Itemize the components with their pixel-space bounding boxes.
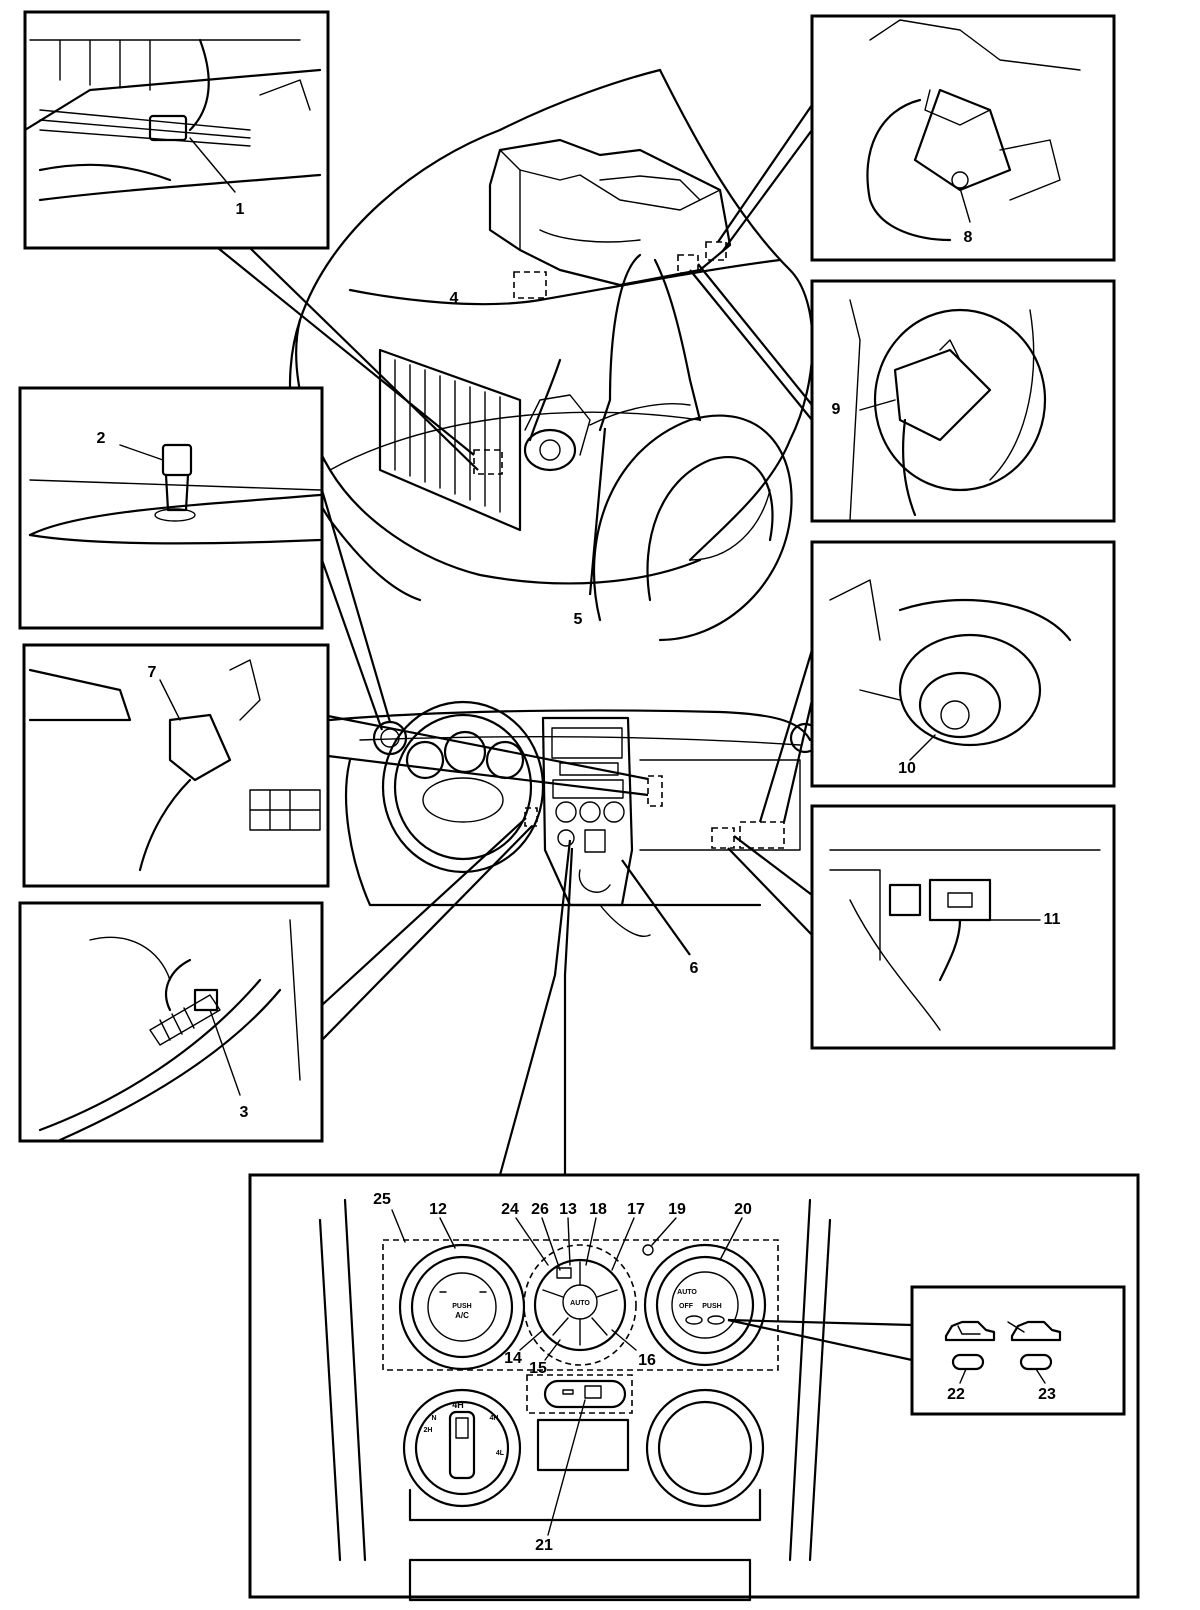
transfer-4l-text: 4L [496,1450,505,1457]
transfer-n-text: N [431,1415,436,1422]
callout-10: 10 [898,760,916,777]
callout-7: 7 [148,664,157,681]
vehicle-front-view [288,68,814,642]
callout-15: 15 [529,1360,547,1377]
fan-push-text: PUSH [702,1303,721,1310]
callout-21: 21 [535,1537,553,1554]
accessory-socket-bezel [645,1388,765,1508]
callout-6: 6 [690,960,699,977]
component-9-marker [677,254,699,274]
lower-console-pocket [536,1418,630,1472]
callout-18: 18 [589,1201,607,1218]
off-text: OFF [679,1303,694,1310]
inset-component-1 [23,10,330,250]
auto-mode-text: AUTO [570,1300,590,1307]
rear-defrost-button[interactable] [526,1374,633,1414]
sunload-sensor [642,1244,654,1256]
callout-4: 4 [450,290,459,307]
callout-23: 23 [1038,1386,1056,1403]
callout-2: 2 [97,430,106,447]
transfer-4h-text: 4H [452,1400,464,1410]
callout-22: 22 [947,1386,965,1403]
component-1-marker [473,449,503,475]
fan-speed-knob[interactable]: AUTO OFF PUSH [643,1243,767,1367]
inset-component-7 [22,643,330,888]
transfer-case-switch[interactable]: 2H N 4H 4H 4L [402,1388,522,1508]
temperature-knob-ac-switch[interactable]: PUSH A/C [398,1243,526,1371]
callout-12: 12 [429,1201,447,1218]
callout-labels: 1 2 3 4 5 6 7 8 9 10 11 12 13 14 15 16 1… [97,201,1061,1554]
component-4-marker [513,271,547,299]
dashboard-view [328,700,821,937]
inset-component-2 [18,386,324,630]
callout-1: 1 [236,201,245,218]
callout-14: 14 [504,1350,522,1367]
callout-26: 26 [531,1201,549,1218]
console-tray [408,1558,752,1602]
climate-panel-outline [382,1239,779,1371]
inset-component-10 [810,540,1116,788]
callout-25: 25 [373,1191,391,1208]
callout-13: 13 [559,1201,577,1218]
callout-8: 8 [964,229,973,246]
callout-5: 5 [574,611,583,628]
callout-11: 11 [1044,911,1061,928]
callout-19: 19 [668,1201,686,1218]
component-11-marker [711,827,735,849]
leader-lines [217,104,814,1176]
callout-3: 3 [240,1104,249,1121]
ac-push-text: PUSH [452,1303,471,1310]
inset-component-3 [18,901,324,1143]
inset-recirculation-buttons [910,1285,1126,1416]
callout-20: 20 [734,1201,752,1218]
auto-fan-text: AUTO [677,1289,697,1296]
callout-16: 16 [638,1352,656,1369]
component-8-marker [705,241,727,261]
mode-dial[interactable]: AUTO [523,1244,637,1366]
transfer-2h-text: 2H [424,1427,433,1434]
ac-text: A/C [455,1311,469,1320]
inset-component-9 [810,279,1116,523]
recirculation-button[interactable] [951,1353,985,1371]
component-10-marker [739,821,785,849]
inset-component-8 [810,14,1116,262]
transfer-4h-lock-text: 4H [490,1415,499,1422]
component-7-marker [647,775,663,807]
callout-24: 24 [501,1201,519,1218]
callout-17: 17 [627,1201,645,1218]
callout-9: 9 [832,401,841,418]
accessory-socket [657,1400,753,1496]
inset-component-11 [810,804,1116,1050]
